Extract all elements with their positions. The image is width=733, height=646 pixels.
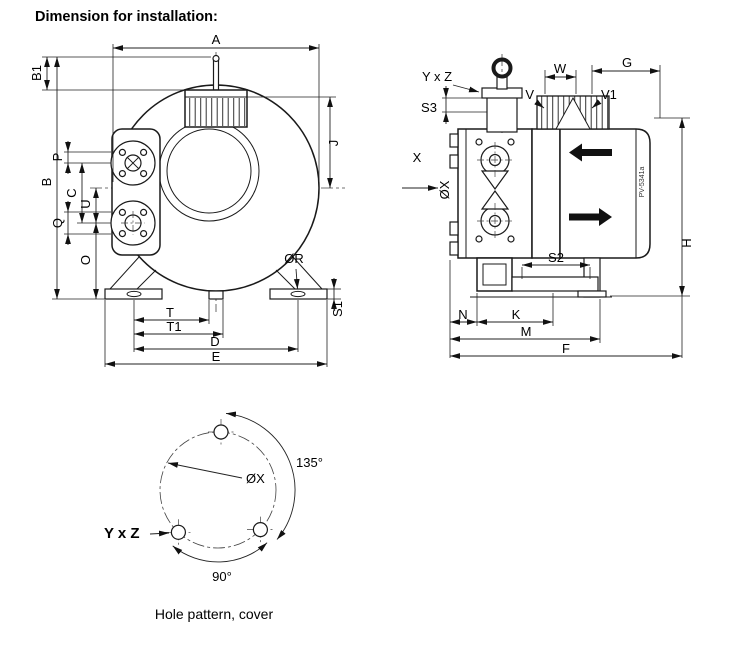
angle-label-135: 135° [296,455,323,470]
dim-label-k: K [512,307,521,322]
hole-right [247,516,274,543]
top-port [481,54,523,133]
shaft [212,54,220,91]
lower-port [110,200,156,246]
dim-label-n: N [458,307,467,322]
silencer-v-notch [555,96,591,130]
dim-label-s1: S1 [330,301,345,317]
dim-s1: S1 [327,278,345,317]
dim-a: A [112,32,320,182]
dim-label-s3: S3 [421,100,437,115]
dim-t1: T1 [134,319,223,337]
dim-b: B [39,57,60,299]
dim-e: E [105,349,327,367]
foot-slot-left [126,290,142,298]
dim-yxz-hole-pattern: Y x Z [104,525,170,542]
dim-h: H [610,117,694,297]
front-view: A B1 B P C [29,32,345,367]
dim-v1: V1 [591,87,617,109]
dim-label-v: V [525,87,534,102]
port-plate [110,128,161,256]
dim-o: O [78,223,99,299]
dim-v: V [525,87,545,109]
bottom-assembly [470,257,612,298]
dim-label-f: F [562,341,570,356]
dim-label-v1: V1 [601,87,617,102]
dim-w: W [544,61,577,94]
hole-left [165,519,192,546]
dim-label-s2: S2 [548,250,564,265]
dim-label-u: U [78,199,93,208]
flow-arrow-right-icon [569,208,612,226]
fan-cowl [531,128,561,259]
dim-label-g: G [622,55,632,70]
dim-label-d: D [210,334,219,349]
dim-label-o: O [78,255,93,265]
page-title: Dimension for installation: [35,9,218,25]
arc-135 [225,411,296,540]
dim-s3: S3 [421,86,487,124]
dim-k: K [477,307,553,325]
dim-label-q: Q [50,218,65,228]
dim-q: Q [50,201,71,245]
silencer [536,95,610,130]
dim-ox-hole-pattern: ØX [167,462,265,486]
dim-n: N [450,307,477,325]
dim-label-j: J [326,140,341,147]
dim-label-h: H [679,238,694,247]
muffler-front [184,89,248,128]
dim-label-m: M [521,324,532,339]
dim-f: F [450,341,682,359]
dim-p: P [50,141,71,174]
dim-d: D [134,334,298,352]
upper-port-cross-icon [110,140,156,186]
dim-m: M [450,324,600,342]
dim-j: J [247,96,341,188]
dim-label-ox-side: ØX [437,180,452,199]
dim-label-a: A [212,32,221,47]
dim-t: T [134,305,209,323]
outlet-box [476,257,513,292]
dim-c: C [64,163,85,223]
dim-label-r: ØR [284,251,304,266]
bottom-extension-lines [104,300,328,367]
dim-yxz-side: Y x Z [422,69,480,93]
foot-slot-right [290,290,306,298]
label-r: ØR [284,251,304,290]
dim-g: G [591,55,661,118]
dim-label-b: B [39,178,54,187]
dim-label-x: X [413,150,422,165]
feet [104,256,328,300]
dim-label-yxz-side: Y x Z [422,69,452,84]
dim-s2: S2 [521,250,591,279]
dim-label-e: E [212,349,221,364]
dim-label-c: C [64,188,79,197]
arc-90 [172,542,268,563]
dim-label-w: W [554,61,567,76]
pump-body: PV-5341a [449,128,651,259]
drawing-number: PV-5341a [639,167,646,198]
dim-label-t: T [166,305,174,320]
left-extension-lines [42,56,211,300]
hole-top [208,419,234,445]
motor [559,128,651,259]
dim-label-ox-hole: ØX [246,471,265,486]
dim-u: U [78,188,99,223]
flow-arrows [569,143,612,226]
bottom-stub [208,290,224,300]
foot [577,290,607,298]
dim-label-p: P [50,153,65,162]
dim-x: X ØX [402,150,452,199]
dim-label-t1: T1 [166,319,181,334]
hole-pattern: 135° 90° ØX Y x Z Hole pattern, cover [104,411,323,622]
dim-b1: B1 [29,57,50,90]
eye-bolt-icon [491,57,513,79]
bracket [511,276,599,292]
dim-label-b1: B1 [29,65,44,81]
hole-pattern-caption: Hole pattern, cover [155,606,274,622]
dim-label-yxz-hole: Y x Z [104,525,140,542]
side-view: PV-5341a [402,54,694,359]
flow-arrow-left-icon [569,143,612,162]
angle-label-90: 90° [212,569,232,584]
